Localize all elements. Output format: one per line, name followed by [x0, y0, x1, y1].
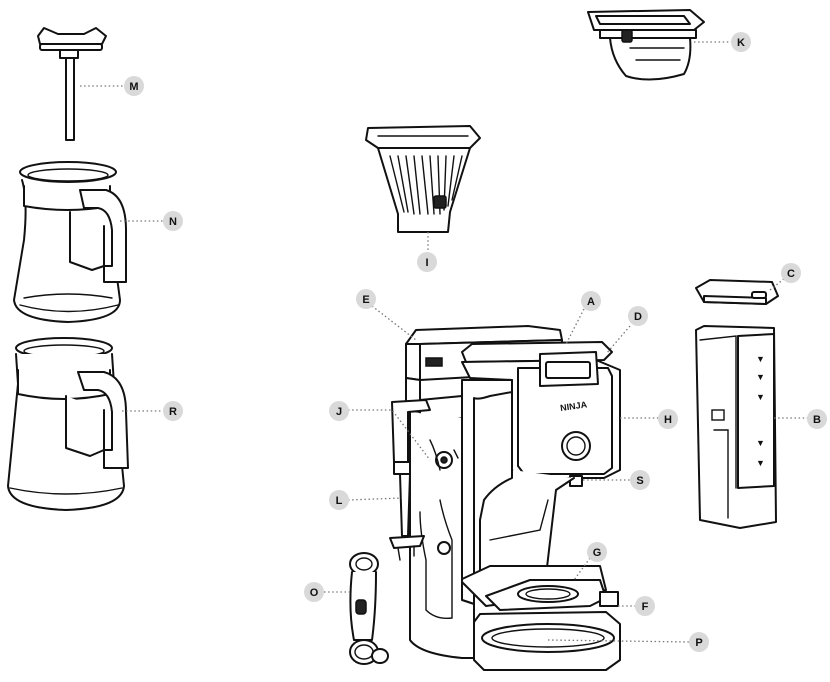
- callout-g-label: G: [593, 547, 602, 559]
- callout-i: I: [417, 252, 437, 272]
- part-k-single-serve-holder: [587, 9, 705, 81]
- callout-g: G: [587, 542, 607, 562]
- callout-s: S: [630, 470, 650, 490]
- callout-h: H: [658, 409, 678, 429]
- callout-c-label: C: [787, 268, 795, 280]
- callout-a-label: A: [587, 296, 595, 308]
- part-b-water-reservoir: ▼ ▼ ▼ ▼ ▼: [695, 325, 777, 529]
- callout-s-label: S: [636, 475, 643, 487]
- part-c-reservoir-lid: [695, 279, 779, 305]
- part-i-brew-basket: [365, 125, 481, 233]
- callout-n: N: [163, 211, 183, 231]
- svg-text:▼: ▼: [756, 438, 765, 448]
- part-n-glass-carafe: [13, 161, 127, 323]
- callout-l: L: [329, 490, 349, 510]
- part-o-measuring-scoop: [349, 552, 389, 665]
- callout-a: A: [581, 291, 601, 311]
- callout-i-label: I: [425, 257, 428, 269]
- callout-j-label: J: [336, 406, 342, 418]
- callout-f-label: F: [642, 601, 649, 613]
- callout-r: R: [163, 401, 183, 421]
- svg-text:▼: ▼: [756, 392, 765, 402]
- svg-text:▼: ▼: [756, 354, 765, 364]
- callout-n-label: N: [169, 216, 177, 228]
- callout-b: B: [807, 409, 827, 429]
- callout-m-label: M: [129, 81, 138, 93]
- brand-logo: NINJA: [560, 399, 589, 413]
- part-m-frother: [37, 27, 107, 141]
- callout-o-label: O: [310, 587, 319, 599]
- callout-d: D: [628, 306, 648, 326]
- callout-p: P: [689, 632, 709, 652]
- svg-text:▼: ▼: [756, 458, 765, 468]
- callout-f: F: [635, 596, 655, 616]
- callout-h-label: H: [664, 414, 672, 426]
- callout-p-label: P: [695, 637, 702, 649]
- callout-e-label: E: [362, 294, 369, 306]
- callout-m: M: [124, 76, 144, 96]
- callout-k-label: K: [737, 37, 745, 49]
- callout-j: J: [329, 401, 349, 421]
- leader-lines: [80, 41, 808, 643]
- callout-e: E: [356, 289, 376, 309]
- callout-o: O: [304, 582, 324, 602]
- part-r-thermal-carafe: [7, 337, 129, 511]
- callout-l-label: L: [336, 495, 343, 507]
- callout-d-label: D: [634, 311, 642, 323]
- coffee-maker-body: NINJA: [389, 325, 621, 671]
- callout-b-label: B: [813, 414, 821, 426]
- callout-c: C: [781, 263, 801, 283]
- svg-text:▼: ▼: [756, 372, 765, 382]
- callout-r-label: R: [169, 406, 177, 418]
- callout-k: K: [731, 32, 751, 52]
